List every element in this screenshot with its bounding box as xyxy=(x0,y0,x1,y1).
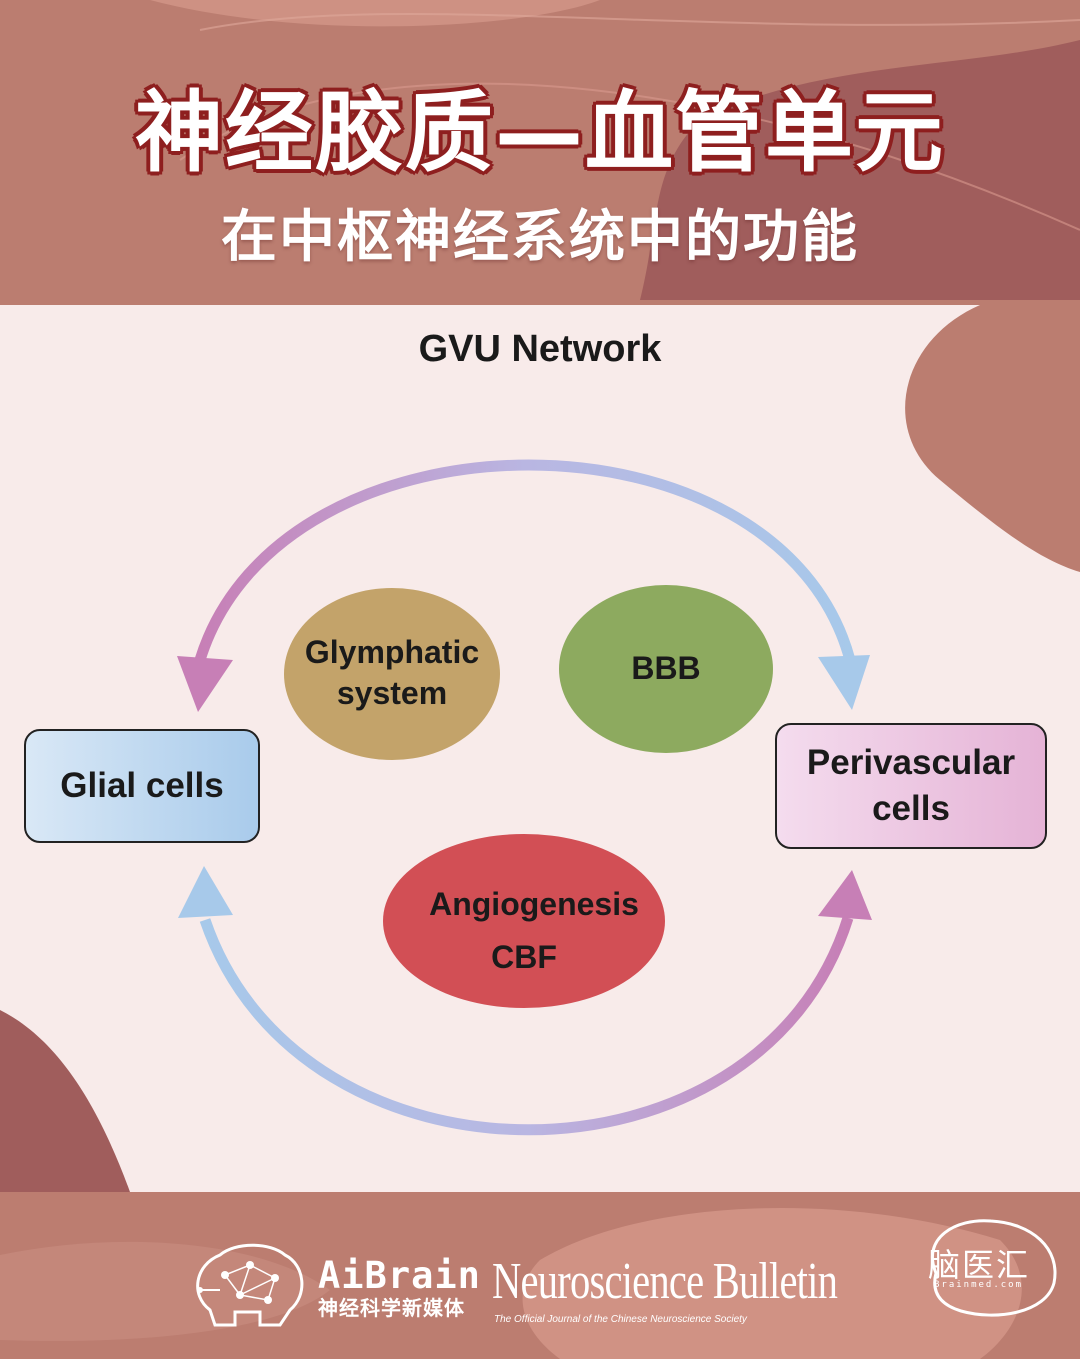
naoyihui-url: Brainmed.com xyxy=(934,1280,1024,1290)
top-arc xyxy=(194,459,856,662)
page-title: 神经胶质—血管单元 xyxy=(134,81,945,184)
aibrain-logo-icon xyxy=(196,1243,304,1327)
arrowhead-left-bottom xyxy=(178,866,233,918)
angiogenesis-label-2: CBF xyxy=(491,939,557,975)
journal-subtitle: The Official Journal of the Chinese Neur… xyxy=(494,1314,747,1325)
naoyihui-logo-icon xyxy=(930,1219,1057,1317)
perivascular-cells-box: Perivascular cells xyxy=(775,723,1047,849)
glymphatic-label-1: Glymphatic xyxy=(305,634,479,670)
aibrain-name: AiBrain xyxy=(318,1254,481,1297)
bottom-arc xyxy=(199,916,854,1136)
glymphatic-ellipse xyxy=(284,588,500,760)
angiogenesis-label-1: Angiogenesis xyxy=(429,886,639,922)
glial-cells-box: Glial cells xyxy=(24,729,260,843)
diagram-title: GVU Network xyxy=(418,328,662,370)
bbb-label: BBB xyxy=(631,650,700,686)
arrowhead-right-top xyxy=(818,655,870,710)
angiogenesis-ellipse xyxy=(383,834,665,1008)
journal-title: Neuroscience Bulletin xyxy=(492,1253,838,1310)
aibrain-subtitle: 神经科学新媒体 xyxy=(318,1296,465,1320)
naoyihui-text: 脑医汇 xyxy=(928,1246,1031,1284)
page-subtitle: 在中枢神经系统中的功能 xyxy=(221,205,859,270)
bbb-ellipse xyxy=(559,585,773,753)
arrowhead-left-top xyxy=(177,656,233,712)
arrowhead-right-bottom xyxy=(818,870,872,920)
glymphatic-label-2: system xyxy=(337,675,447,711)
